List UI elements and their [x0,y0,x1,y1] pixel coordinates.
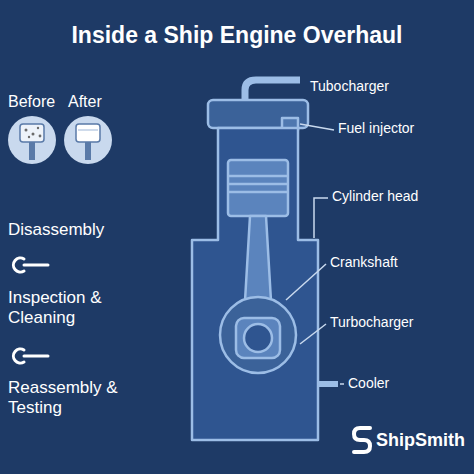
step-label: Inspection & Cleaning [8,288,138,329]
part-label: Tubocharger [310,78,389,95]
wrench-icon [13,258,48,272]
stage-label: Before [8,92,55,111]
part-label: Fuel injector [338,120,414,137]
title: Inside a Ship Engine Overhaul [0,22,474,49]
part-label: Cooler [348,375,389,392]
wrench-icon [13,349,48,363]
after-icon [64,116,112,164]
part-label: Turbocharger [330,314,414,331]
part-label: Crankshaft [330,254,398,271]
part-label: Cylinder head [332,188,418,205]
engine-body [192,80,338,440]
brand-name: ShipSmith [376,430,465,452]
step-label: Disassembly [8,220,104,240]
before-icon [8,116,56,164]
logo-icon [354,428,370,452]
stage-label: After [68,92,102,111]
step-label: Reassembly & Testing [8,378,138,419]
